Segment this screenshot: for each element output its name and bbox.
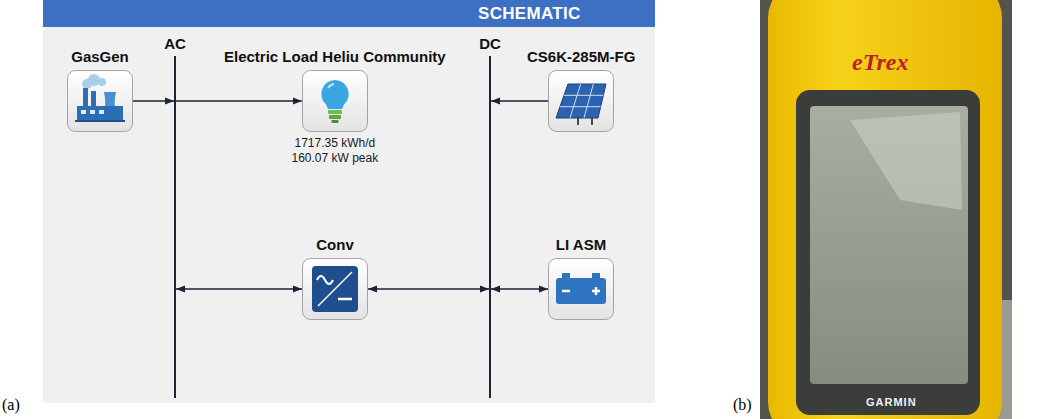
window [81, 110, 86, 114]
panel-title: SCHEMATIC [478, 3, 581, 24]
bus-label: DC [479, 35, 501, 53]
panel-grid [564, 95, 603, 96]
device-brand: eTrex [852, 48, 908, 76]
converter-node: Conv [302, 236, 368, 320]
bulb-base [332, 120, 339, 123]
smoke [88, 74, 100, 86]
component-label: GasGen [71, 48, 129, 66]
panel-grid [560, 106, 601, 107]
icon-frame [67, 70, 133, 132]
power-flow-arrow [491, 100, 548, 102]
converter-block [312, 266, 358, 312]
panel-leg [591, 118, 593, 125]
load-stats: 1717.35 kWh/d 160.07 kW peak [285, 136, 385, 166]
battery-body [556, 278, 606, 304]
panel-grid [584, 84, 593, 118]
generator-icon [68, 71, 133, 132]
bulb-shine [328, 84, 334, 88]
plant-building [77, 106, 123, 120]
solar-panel [556, 84, 606, 118]
panel-leg [577, 118, 579, 125]
window [90, 110, 95, 114]
icon-frame [548, 70, 614, 132]
ac-wave [317, 276, 333, 284]
icon-frame [302, 70, 368, 132]
subfigure-label: (a) [2, 396, 20, 414]
plus-sign [595, 287, 598, 295]
dc-minus [338, 298, 352, 301]
panel-grid [570, 84, 581, 118]
component-label: LI ASM [556, 236, 606, 254]
screen-glare [850, 112, 962, 210]
icon-tile [549, 71, 614, 132]
icon-tile [549, 259, 614, 320]
icon-tile [303, 259, 368, 320]
lcd-screen [810, 106, 968, 384]
ac-bus: AC [174, 56, 176, 398]
power-flow-arrow [368, 288, 489, 290]
power-flow-arrow [133, 100, 174, 102]
pv-icon [549, 71, 614, 132]
stack [91, 91, 96, 108]
bulb-base [328, 110, 342, 114]
generator-node: GasGen [67, 48, 133, 132]
ground-line [75, 120, 125, 122]
battery-icon [549, 259, 614, 320]
dc-bus: DC [489, 56, 491, 398]
component-label: Electric Load Heliu Community [224, 48, 446, 66]
icon-frame [548, 258, 614, 320]
smoke [98, 78, 106, 86]
icon-tile [303, 71, 368, 132]
stack [83, 88, 88, 108]
load-node: Electric Load Heliu Community 1717.35 kWh… [224, 48, 446, 166]
device-body [768, 0, 1002, 419]
icon-frame [302, 258, 368, 320]
screen-bezel [796, 90, 980, 415]
battery-node: LI ASM [548, 236, 614, 320]
bulb-base [329, 115, 341, 119]
panel-ground [43, 0, 655, 403]
header-bar [43, 0, 655, 27]
component-label: CS6K-285M-FG [527, 48, 635, 66]
power-flow-arrow [176, 288, 302, 290]
bus-label: AC [164, 35, 186, 53]
bulb-icon [303, 71, 368, 132]
pv-node: CS6K-285M-FG [527, 48, 635, 132]
maker-logo: GARMIN [866, 395, 917, 409]
converter-icon [303, 259, 368, 320]
converter-diagonal [318, 272, 352, 306]
icon-tile [68, 71, 133, 132]
subfigure-label: (b) [733, 396, 752, 414]
minus-sign [562, 290, 570, 293]
power-flow-arrow [491, 288, 548, 290]
window [99, 110, 104, 114]
component-label: Conv [316, 236, 354, 254]
bulb-glass [321, 80, 348, 109]
power-flow-arrow [176, 100, 302, 102]
gps-photo [760, 0, 1012, 419]
